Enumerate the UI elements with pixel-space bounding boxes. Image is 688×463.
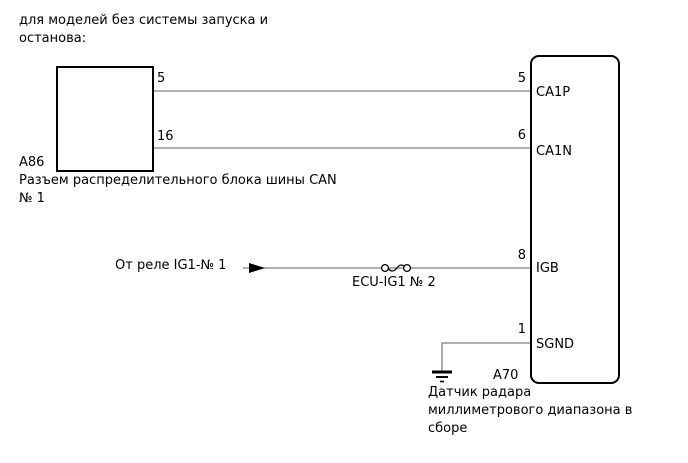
a70-pin-5: 5 <box>517 71 526 86</box>
a70-pin-name-ca1n: CA1N <box>536 144 572 159</box>
a70-pin-6: 6 <box>517 128 526 143</box>
connector-a86-box <box>56 66 154 172</box>
a86-pin-16: 16 <box>157 129 174 144</box>
ecu-a70-id: A70 <box>493 368 519 383</box>
a70-pin-name-ca1p: CA1P <box>536 85 571 100</box>
a86-pin-5: 5 <box>157 71 166 86</box>
arrow-right-icon <box>249 263 265 273</box>
connector-a86-id: A86 <box>19 155 45 170</box>
a70-pin-8: 8 <box>517 248 526 263</box>
connector-a86-label: Разъем распределительного блока шины CAN… <box>19 173 341 206</box>
fuse-icon <box>380 263 412 273</box>
ecu-a70-label: Датчик радара миллиметрового диапазона в… <box>428 385 637 436</box>
diagram-note: для моделей без системы запуска и остано… <box>19 13 273 46</box>
ecu-a70-box <box>530 55 620 384</box>
relay-source-label: От реле IG1-№ 1 <box>115 258 227 273</box>
a70-pin-name-igb: IGB <box>536 261 559 276</box>
a70-pin-name-sgnd: SGND <box>536 337 575 352</box>
a70-pin-1: 1 <box>517 322 526 337</box>
fuse-label: ECU-IG1 № 2 <box>352 275 436 290</box>
ground-icon <box>432 370 452 383</box>
